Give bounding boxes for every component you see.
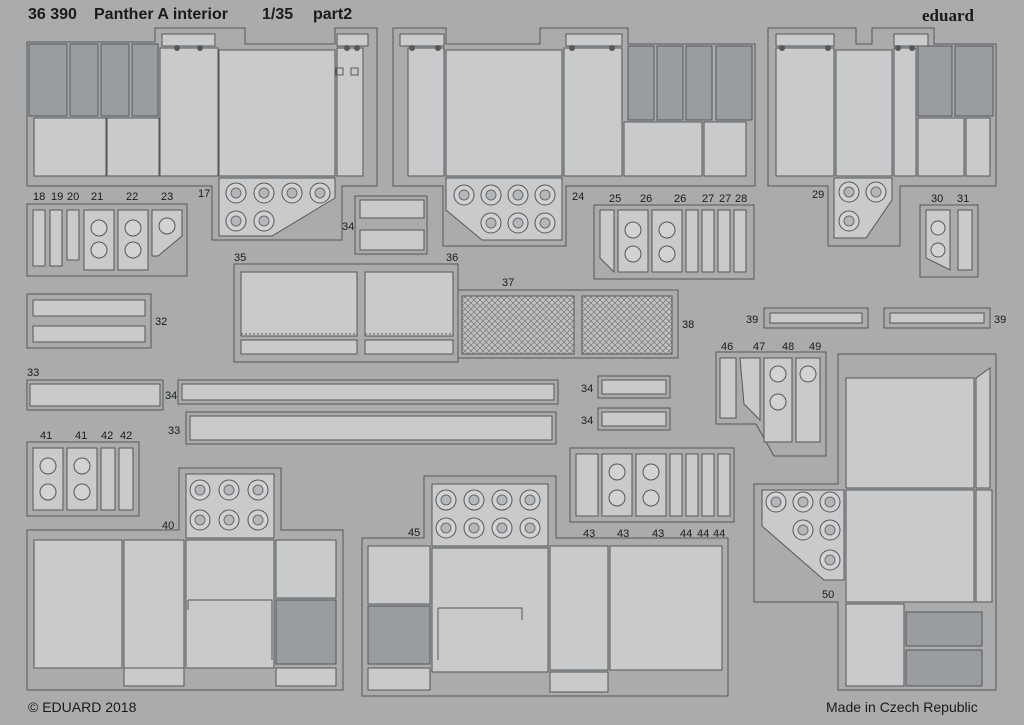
fret-code: 36 390 (28, 6, 77, 23)
parts-18-23 (26, 203, 188, 277)
label-31: 31 (957, 193, 969, 205)
label-44-b: 44 (697, 528, 709, 540)
label-48: 48 (782, 341, 794, 353)
label-29: 29 (812, 189, 824, 201)
label-46: 46 (721, 341, 733, 353)
label-34-b: 34 (165, 390, 177, 402)
label-43-a: 43 (583, 528, 595, 540)
label-43-b: 43 (617, 528, 629, 540)
part-45-group (361, 475, 729, 697)
part-50-group (753, 353, 997, 691)
label-32: 32 (155, 316, 167, 328)
part-17-group (26, 27, 378, 241)
label-34-d: 34 (581, 415, 593, 427)
label-43-c: 43 (652, 528, 664, 540)
label-30: 30 (931, 193, 943, 205)
label-41-b: 41 (75, 430, 87, 442)
parts-41-42 (26, 441, 140, 517)
label-38: 38 (682, 319, 694, 331)
label-26-b: 26 (674, 193, 686, 205)
part-29-group (767, 27, 997, 247)
part-24-group (392, 27, 756, 247)
label-39-a: 39 (746, 314, 758, 326)
label-25: 25 (609, 193, 621, 205)
label-24: 24 (572, 191, 584, 203)
label-33-b: 33 (168, 425, 180, 437)
label-41-a: 41 (40, 430, 52, 442)
label-35: 35 (234, 252, 246, 264)
parts-30-31 (919, 204, 979, 278)
label-49: 49 (809, 341, 821, 353)
label-21: 21 (91, 191, 103, 203)
label-23: 23 (161, 191, 173, 203)
part-40-group (26, 467, 344, 691)
label-42-b: 42 (120, 430, 132, 442)
label-42-a: 42 (101, 430, 113, 442)
parts-35-38 (233, 263, 679, 363)
label-44-a: 44 (680, 528, 692, 540)
brand-logo: eduard (922, 6, 975, 25)
parts-43-44 (569, 447, 735, 523)
label-27-a: 27 (702, 193, 714, 205)
label-40: 40 (162, 520, 174, 532)
combs-33-34 (26, 375, 671, 445)
label-34-c: 34 (581, 383, 593, 395)
label-28: 28 (735, 193, 747, 205)
label-45: 45 (408, 527, 420, 539)
label-17: 17 (198, 188, 210, 200)
fret-scale: 1/35 (262, 6, 293, 23)
copyright-text: © EDUARD 2018 (28, 699, 137, 715)
fret-title: Panther A interior (94, 6, 228, 23)
label-20: 20 (67, 191, 79, 203)
part-32 (26, 293, 152, 349)
label-36: 36 (446, 252, 458, 264)
label-34-a: 34 (342, 221, 354, 233)
parts-46-49 (715, 351, 827, 457)
parts-25-28 (593, 204, 755, 280)
origin-text: Made in Czech Republic (826, 699, 978, 715)
label-33-a: 33 (27, 367, 39, 379)
label-18: 18 (33, 191, 45, 203)
parts-34-small-upper (354, 195, 428, 255)
label-26-a: 26 (640, 193, 652, 205)
label-22: 22 (126, 191, 138, 203)
label-27-b: 27 (719, 193, 731, 205)
label-19: 19 (51, 191, 63, 203)
label-47: 47 (753, 341, 765, 353)
fret-part: part2 (313, 6, 352, 23)
label-50: 50 (822, 589, 834, 601)
label-39-b: 39 (994, 314, 1006, 326)
label-44-c: 44 (713, 528, 725, 540)
label-37: 37 (502, 277, 514, 289)
parts-39 (763, 307, 991, 329)
